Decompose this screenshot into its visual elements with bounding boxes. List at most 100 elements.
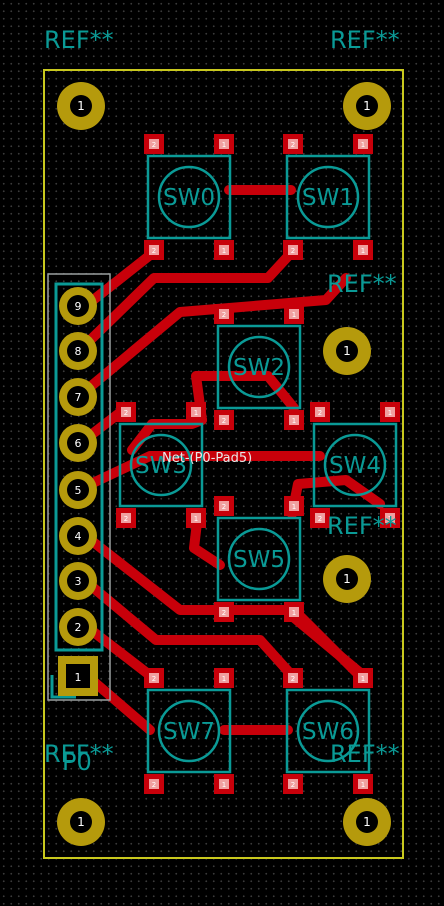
track: [73, 273, 351, 402]
connector-pad-hole: [67, 525, 89, 547]
switch-pad-label: 1: [361, 247, 365, 255]
switch-pad-label: 1: [292, 311, 296, 319]
switch-body: [118, 422, 204, 508]
svg-text:1: 1: [343, 572, 351, 586]
switch-pad-label: 1: [388, 409, 392, 417]
track: [73, 247, 297, 357]
switch-pad-label: 2: [124, 515, 128, 523]
connector-pin-label: 9: [75, 300, 82, 313]
svg-text:1: 1: [363, 99, 371, 113]
switch-pad-label: 2: [222, 417, 226, 425]
svg-text:1: 1: [363, 815, 371, 829]
switch-pad-label: 2: [291, 247, 295, 255]
mounting-hole[interactable]: 1: [57, 82, 105, 130]
track: [287, 475, 385, 519]
switch-ref-label: SW2: [233, 355, 285, 381]
switch-pad-highlight: [149, 673, 159, 683]
switch-pad-highlight: [289, 309, 299, 319]
connector-pin-label: 1: [75, 671, 82, 684]
connector-ref-label: P0: [62, 748, 92, 776]
switch-ref-label: SW5: [233, 547, 285, 573]
mounting-hole[interactable]: 1: [323, 327, 371, 375]
switch-pad-highlight: [219, 607, 229, 617]
connector-pad-1-hole: [66, 664, 90, 688]
switch-pad-label: 1: [222, 247, 226, 255]
connector-courtyard: [47, 273, 111, 701]
switch-pad-highlight: [358, 245, 368, 255]
connector-pin[interactable]: 7: [59, 378, 97, 416]
switch-pad-highlight: [289, 501, 299, 511]
switch-pad-highlight: [149, 779, 159, 789]
switch-pad-label: 1: [361, 675, 365, 683]
switch-pad-label: 2: [222, 503, 226, 511]
switch-actuator: [296, 699, 360, 763]
svg-text:1: 1: [343, 344, 351, 358]
switch-pad-highlight: [149, 139, 159, 149]
switch-pad-label: 2: [222, 609, 226, 617]
switch-ref-label: SW3: [135, 453, 187, 479]
switch-body: [312, 422, 398, 508]
switch-body: [216, 516, 302, 602]
switch-pad-highlight: [289, 415, 299, 425]
switch-pad-highlight: [315, 407, 325, 417]
connector-pin-label: 6: [75, 437, 82, 450]
switch-pad-highlight: [219, 309, 229, 319]
switch-body: [285, 154, 371, 240]
connector-pin-label: 2: [75, 621, 82, 634]
switch-ref-label: SW0: [163, 185, 215, 211]
switch-pad-highlight: [288, 245, 298, 255]
mounting-hole[interactable]: 1: [343, 82, 391, 130]
switch-pad-label: 2: [152, 781, 156, 789]
connector-pad-hole: [67, 295, 89, 317]
switch-pad-label: 2: [152, 675, 156, 683]
connector-pad-hole: [67, 340, 89, 362]
switch-pad-label: 1: [292, 503, 296, 511]
connector-pin[interactable]: 4: [59, 517, 97, 555]
switch-pad-label: 2: [291, 781, 295, 789]
switch-pad-highlight: [121, 407, 131, 417]
connector-pin[interactable]: 6: [59, 424, 97, 462]
connector-pin[interactable]: 9: [59, 287, 97, 325]
switch-body: [146, 154, 232, 240]
mounting-hole[interactable]: 1: [323, 555, 371, 603]
connector-pin-label: 5: [75, 484, 82, 497]
switch-pad-label: 1: [388, 515, 392, 523]
connector-pin[interactable]: 2: [59, 608, 97, 646]
switch-pad-highlight: [219, 139, 229, 149]
switch-pad-label: 1: [292, 609, 296, 617]
track: [191, 371, 299, 425]
switch-pad-label: 2: [291, 141, 295, 149]
connector-pin[interactable]: 8: [59, 332, 97, 370]
switch-ref-label: SW1: [302, 185, 354, 211]
switch-actuator: [296, 165, 360, 229]
connector-pin[interactable]: 5: [59, 471, 97, 509]
connector-silkscreen: [54, 282, 104, 652]
switch-pad-label: 2: [318, 409, 322, 417]
switch-pad-label: 1: [222, 141, 226, 149]
switch-pad-highlight: [219, 415, 229, 425]
connector-p0[interactable]: 9 8 7 6 5 4 3 2 1: [47, 273, 111, 701]
switch-pad-highlight: [385, 513, 395, 523]
switch-pad-highlight: [219, 245, 229, 255]
connector-pad-hole: [67, 432, 89, 454]
mounting-hole[interactable]: 1: [343, 798, 391, 846]
svg-text:1: 1: [77, 815, 85, 829]
switch-ref-label: SW4: [329, 453, 381, 479]
connector-pin[interactable]: 3: [59, 562, 97, 600]
mounting-hole[interactable]: 1: [57, 798, 105, 846]
track: [287, 611, 369, 681]
switch-pad-label: 1: [194, 409, 198, 417]
switch-body: [285, 688, 371, 774]
switch-ref-label: SW7: [163, 719, 215, 745]
switch-body: [146, 688, 232, 774]
